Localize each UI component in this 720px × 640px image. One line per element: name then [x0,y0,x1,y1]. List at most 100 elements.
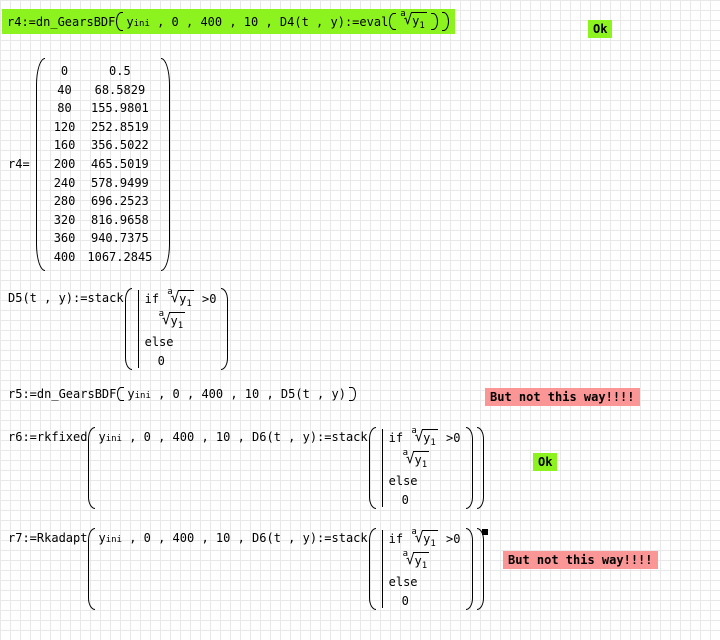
if-keyword: if [144,292,167,306]
paren-close-icon [465,528,473,610]
program-else-value-line: 0 [389,591,461,610]
fail-badge-1[interactable]: But not this way!!!! [485,388,640,406]
matrix-cell: 696.2523 [90,194,149,209]
var-y: y [423,430,431,445]
radical-icon: √ [414,428,424,445]
var-y: y [412,14,420,28]
expression-d5-definition[interactable]: D5(t , y):=stack if a√y1 >0 a√y1 else 0 [8,286,229,370]
radical-icon: √ [406,551,415,568]
paren-open-icon [368,427,376,509]
matrix-cell: 200 [53,156,76,171]
if-keyword: if [388,431,411,445]
paren-open-icon [88,528,96,610]
nth-root-expression: a√y1 [403,448,430,470]
paren-open-icon [116,12,124,31]
nth-root-expression: a√y1 [400,10,427,31]
radical-icon: √ [170,289,180,306]
program-then-line: a√y1 [389,548,461,572]
subscript-1: 1 [421,459,428,470]
program-lines: if a√y1 >0 a√y1 else 0 [144,286,217,370]
zero-value: 0 [401,492,409,507]
r7-head-text: r7:=Rkadapt [8,531,88,545]
else-keyword: else [144,334,174,349]
ok-badge-2[interactable]: Ok [533,453,558,471]
if-else-program-block: if a√y1 >0 a√y1 else 0 [381,526,461,610]
program-then-line: a√y1 [145,308,217,332]
var-y: y [414,452,422,467]
matrix-cell: 155.9801 [90,101,149,116]
var-y: y [98,531,106,545]
paren-open-icon [88,427,96,509]
matrix-cell: 0.5 [109,64,131,78]
matrix-cell: 940.7375 [90,231,149,246]
program-then-line: a√y1 [389,448,461,471]
d5-head-text: D5(t , y):=stack [8,291,124,305]
root-index: a [411,526,417,537]
nth-root-expression: a√y1 [158,308,186,331]
radical-icon: √ [403,12,413,28]
root-index: a [158,308,165,319]
matrix-cell: 40 [57,82,72,97]
program-line-bar [137,290,139,368]
subscript-1: 1 [186,298,192,309]
matrix-cell: 240 [53,175,76,190]
nth-root-expression: a√y1 [167,286,194,309]
r4-args-text: , 0 , 400 , 10 , D4(t , y):=eval [149,14,389,29]
var-y: y [414,553,422,568]
radicand: y1 [413,450,430,470]
nth-root-expression: a√y1 [411,526,438,549]
r4-head-text: r4:=dn_GearsBDF [7,14,116,29]
paren-close-icon [465,427,473,509]
subscript-1: 1 [421,560,428,571]
else-keyword: else [388,473,418,488]
program-else-line: else [389,572,461,591]
program-else-line: else [145,332,217,351]
matrix-cell: 400 [53,249,76,264]
var-y: y [127,387,135,401]
program-else-value-line: 0 [145,351,217,370]
root-index: a [411,425,417,436]
matrix-cell: 1067.2845 [87,249,153,264]
root-index: a [167,286,173,297]
fail-badge-2[interactable]: But not this way!!!! [503,551,658,569]
r6-args-text: , 0 , 400 , 10 , D6(t , y):=stack [121,430,368,444]
subscript-1: 1 [430,538,436,549]
matrix-cell: 68.5829 [94,82,146,97]
paren-close-icon [430,13,438,30]
var-y: y [98,430,106,444]
r5-args-text: , 0 , 400 , 10 , D5(t , y) [150,387,346,401]
paren-close-icon [441,12,449,31]
matrix-cell: 320 [53,212,76,227]
matrix-label: r4= [8,157,30,172]
subscript-1: 1 [430,437,436,448]
r5-head-text: r5:=dn_GearsBDF [8,387,117,401]
program-lines: if a√y1 >0 a√y1 else 0 [388,425,461,509]
var-y: y [126,14,134,29]
if-else-program-block: if a√y1 >0 a√y1 else 0 [381,425,461,509]
d5-expression: D5(t , y):=stack if a√y1 >0 a√y1 else 0 [8,286,229,370]
ok-badge-1[interactable]: Ok [588,20,613,38]
radicand: y1 [178,289,194,309]
paren-open-icon [124,288,132,370]
root-index: a [402,548,409,559]
else-keyword: else [388,574,418,589]
greater-than-zero: >0 [438,431,461,445]
selection-handle[interactable] [482,529,488,535]
matrix-cell: 0 [60,64,69,78]
subscript-ini: ini [105,434,122,444]
program-if-line: if a√y1 >0 [388,425,461,449]
subscript-ini: ini [105,535,122,545]
var-y: y [179,291,187,306]
